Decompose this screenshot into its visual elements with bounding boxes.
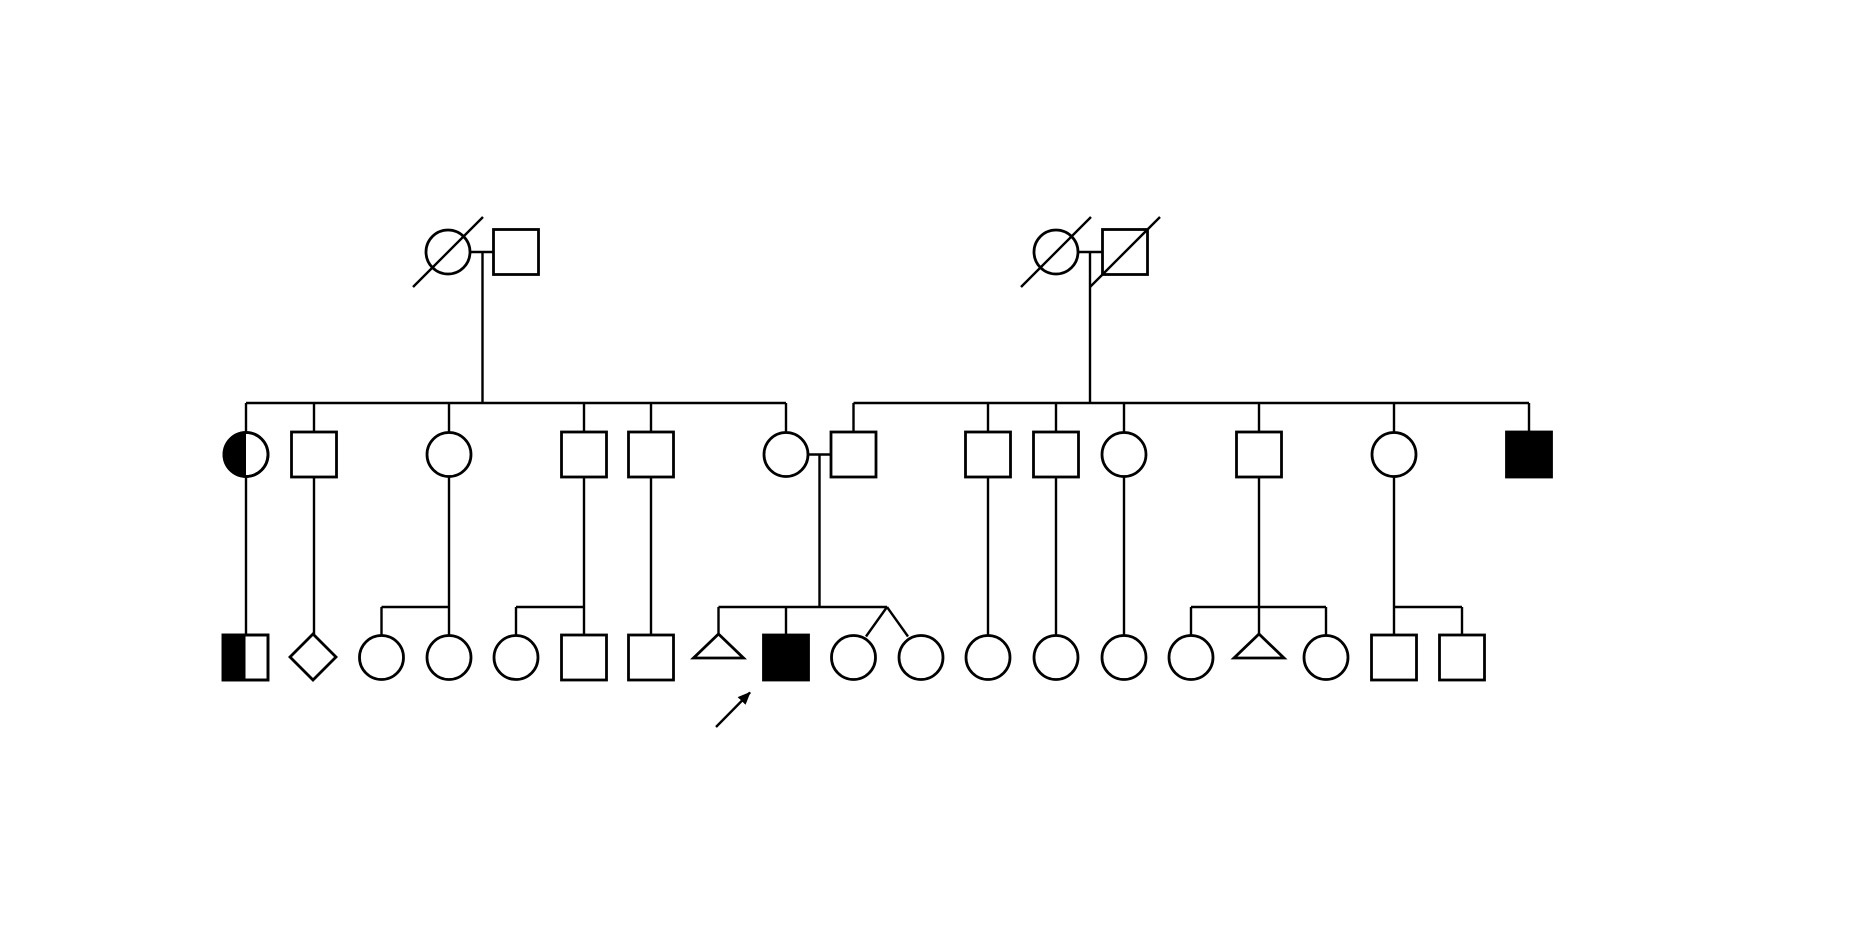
person-symbol	[1302, 634, 1350, 681]
person-symbol	[627, 633, 675, 682]
person-symbol	[1370, 431, 1418, 478]
person-symbol	[560, 633, 608, 682]
person-II-7-square	[829, 430, 878, 479]
person-II-12-circle	[1370, 431, 1418, 478]
person-symbol	[1032, 430, 1080, 479]
person-III-9-square	[762, 633, 810, 682]
person-symbol	[1167, 634, 1215, 681]
person-symbol	[1438, 633, 1486, 682]
person-II-13-square	[1505, 430, 1553, 479]
person-symbol	[1235, 430, 1283, 479]
person-I-1-circle	[412, 216, 484, 288]
person-III-16-triangle	[1230, 632, 1288, 660]
person-III-2-diamond	[288, 632, 338, 682]
person-III-13-circle	[1032, 634, 1080, 681]
deceased-slash	[412, 216, 484, 288]
annotations-layer	[715, 691, 751, 728]
person-II-11-square	[1235, 430, 1283, 479]
twin-line	[865, 606, 888, 638]
connector-lines-layer	[244, 250, 1531, 638]
person-III-3-circle	[358, 634, 405, 681]
person-symbol	[1100, 431, 1148, 478]
deceased-slash	[1089, 216, 1161, 288]
person-II-4-square	[560, 430, 608, 479]
person-symbol	[964, 430, 1012, 479]
person-III-19-square	[1438, 633, 1486, 682]
person-outline	[222, 431, 270, 478]
person-III-14-circle	[1100, 634, 1148, 681]
person-I-4-square	[1089, 216, 1161, 288]
person-outline	[221, 633, 270, 682]
person-symbol	[560, 430, 608, 479]
person-II-1-circle	[222, 431, 270, 478]
person-II-2-square	[290, 430, 338, 479]
person-symbol	[1505, 430, 1553, 479]
person-symbol	[1032, 634, 1080, 681]
person-III-6-square	[560, 633, 608, 682]
person-II-9-square	[1032, 430, 1080, 479]
proband-arrow	[715, 691, 751, 728]
person-symbol	[897, 634, 945, 681]
person-symbol	[830, 634, 877, 681]
person-symbol	[964, 634, 1012, 681]
person-symbol	[762, 431, 810, 478]
person-III-5-circle	[492, 634, 540, 681]
person-III-1-square	[221, 633, 270, 682]
person-symbol	[425, 431, 473, 478]
twin-line	[886, 606, 909, 638]
person-I-3-circle	[1020, 216, 1092, 288]
half-shading	[224, 432, 246, 477]
individuals-layer	[221, 216, 1553, 682]
person-II-8-square	[964, 430, 1012, 479]
person-II-10-circle	[1100, 431, 1148, 478]
person-symbol	[762, 633, 810, 682]
person-symbol	[288, 632, 338, 682]
person-symbol	[358, 634, 405, 681]
person-symbol	[690, 632, 747, 660]
person-symbol	[492, 228, 540, 276]
person-III-12-circle	[964, 634, 1012, 681]
person-III-10-circle	[830, 634, 877, 681]
person-symbol	[290, 430, 338, 479]
person-III-4-circle	[425, 634, 473, 681]
person-III-11-circle	[897, 634, 945, 681]
person-symbol	[1100, 634, 1148, 681]
person-II-5-square	[627, 430, 675, 479]
person-III-7-square	[627, 633, 675, 682]
person-II-3-circle	[425, 431, 473, 478]
person-I-2-square	[492, 228, 540, 276]
person-III-15-circle	[1167, 634, 1215, 681]
person-symbol	[425, 634, 473, 681]
person-III-17-circle	[1302, 634, 1350, 681]
person-III-18-square	[1370, 633, 1418, 682]
half-shading	[223, 635, 246, 680]
person-II-6-circle	[762, 431, 810, 478]
person-symbol	[492, 634, 540, 681]
deceased-slash	[1020, 216, 1092, 288]
person-symbol	[627, 430, 675, 479]
person-symbol	[1370, 633, 1418, 682]
person-III-8-triangle	[690, 632, 747, 660]
person-symbol	[1230, 632, 1288, 660]
person-symbol	[829, 430, 878, 479]
